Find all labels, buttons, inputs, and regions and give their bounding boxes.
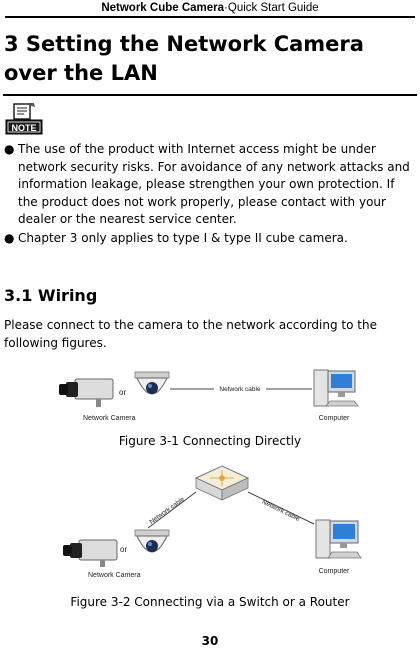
page-number: 30 <box>201 634 219 648</box>
bullet-item: ●The use of the product with Internet ac… <box>4 141 414 229</box>
figure-connecting-via-switch: Network cable Network cable or Network C… <box>63 465 362 579</box>
computer-icon <box>315 519 362 559</box>
box-camera-icon <box>59 378 114 407</box>
figure-2-caption: Figure 3-2 Connecting via a Switch or a … <box>70 595 350 609</box>
figure-connecting-directly: or Network Camera Network cable Computer <box>59 369 359 422</box>
note-bullet-list: ●The use of the product with Internet ac… <box>4 141 414 249</box>
note-icon: NOTE <box>5 103 43 135</box>
dome-camera-icon <box>134 529 170 553</box>
figure-1-caption: Figure 3-1 Connecting Directly <box>118 434 302 448</box>
section-title: 3.1 Wiring <box>4 286 98 305</box>
left-cable-label: Network cable <box>148 496 186 526</box>
switch-icon <box>194 465 250 501</box>
bullet-item: ●Chapter 3 only applies to type I & type… <box>4 230 414 248</box>
page-header: Network Cube Camera·Quick Start Guide <box>0 0 420 17</box>
intro-paragraph: Please connect to the camera to the netw… <box>4 318 377 350</box>
computer-label: Computer <box>319 568 350 575</box>
chapter-title: 3 Setting the Network Camera over the LA… <box>4 32 364 85</box>
camera-label: Network Camera <box>83 415 136 422</box>
bullet-dot: ● <box>4 230 15 245</box>
or-label: or <box>119 388 126 397</box>
chapter-rule <box>3 94 417 96</box>
bullet-text: Chapter 3 only applies to type I & type … <box>18 230 348 245</box>
network-cable-label: Network cable <box>219 386 261 393</box>
note-label: NOTE <box>11 123 36 133</box>
header-title-bold: Network Cube Camera <box>101 2 225 14</box>
bullet-text: The use of the product with Internet acc… <box>18 142 410 227</box>
right-cable-label: Network cable <box>261 498 301 523</box>
computer-label: Computer <box>319 415 350 422</box>
header-separator: · <box>224 2 228 14</box>
left-cable-line <box>147 491 197 529</box>
computer-icon <box>313 369 359 407</box>
right-cable-line <box>247 491 315 525</box>
header-rule <box>5 16 415 18</box>
box-camera-icon <box>63 539 118 567</box>
camera-label: Network Camera <box>88 572 141 579</box>
dome-camera-icon <box>134 371 170 395</box>
header-title-rest: Quick Start Guide <box>227 2 319 14</box>
or-label: or <box>120 545 127 554</box>
bullet-dot: ● <box>4 142 15 156</box>
